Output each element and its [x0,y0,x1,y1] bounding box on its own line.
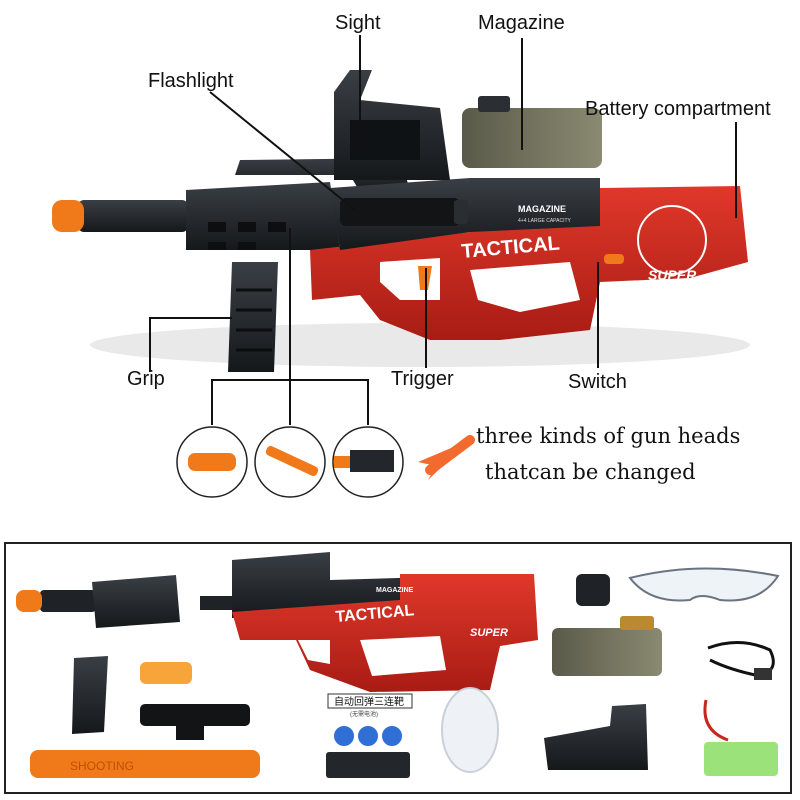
accessory-ring [576,574,610,606]
accessory-battery [704,742,778,776]
gun-head-2 [265,445,319,477]
accessory-sight [544,704,648,770]
bottom-super-decal: SUPER [470,627,508,639]
target-2 [356,724,380,748]
flashlight-part [340,198,460,226]
label-magazine: Magazine [478,12,565,34]
accessory-flashlight [140,704,250,726]
long-barrel-text: SHOOTING [70,759,134,773]
target-3 [380,724,404,748]
gel-bottle [441,687,499,773]
magazine-decal-sub: 4+4 LARGE CAPACITY [518,218,572,224]
switch-part [604,254,624,264]
bottom-magazine-decal: MAGAZINE [376,587,414,594]
thumbhole [470,262,580,312]
target-1 [332,724,356,748]
gun-head-3 [334,456,350,468]
label-trigger: Trigger [391,368,454,390]
grip [228,262,278,372]
leader-lines [149,35,737,425]
bottom-tactical-decal: TACTICAL [335,602,415,626]
target-box-sub: (无需电池) [350,710,378,718]
accessory-long-barrel [30,750,260,778]
wolf-emblem [637,205,707,275]
note-line-2: thatcan be changed [485,460,696,484]
red-body [310,186,748,340]
accessories-panel [4,542,792,794]
accessory-goggles [628,567,780,602]
label-switch: Switch [568,371,627,393]
handguard [186,182,340,250]
accessory-grip [72,656,108,734]
magazine-decal: MAGAZINE [518,204,566,214]
label-grip: Grip [127,368,165,390]
accessory-barrel [40,590,96,612]
bottom-gun-body [232,574,538,692]
accessory-magazine [552,628,662,676]
magazine-part [462,108,602,168]
target-stand [326,752,410,778]
bottom-gun-barrel [200,596,236,610]
accessory-usb-cable [707,640,775,678]
label-flashlight: Flashlight [148,70,234,92]
target-box-label-bg [327,693,413,709]
target-box-label: 自动回弹三连靶 [334,695,404,708]
barrel [78,200,188,232]
label-battery: Battery compartment [585,98,771,120]
accessory-orange-tip [140,662,192,684]
super-decal: SUPER [648,267,697,283]
accessory-handguard [92,575,180,628]
barrel-tip [52,200,84,232]
note-line-1: three kinds of gun heads [476,424,741,448]
gun-head-1 [188,453,236,471]
label-sight: Sight [335,12,381,34]
